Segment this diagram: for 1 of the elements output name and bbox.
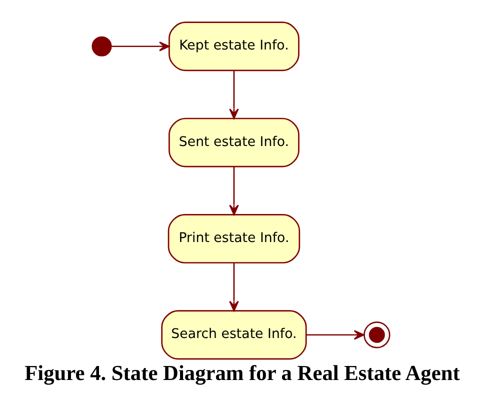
caption: Figure 4. State Diagram for a Real Estate Agent: [24, 361, 460, 386]
